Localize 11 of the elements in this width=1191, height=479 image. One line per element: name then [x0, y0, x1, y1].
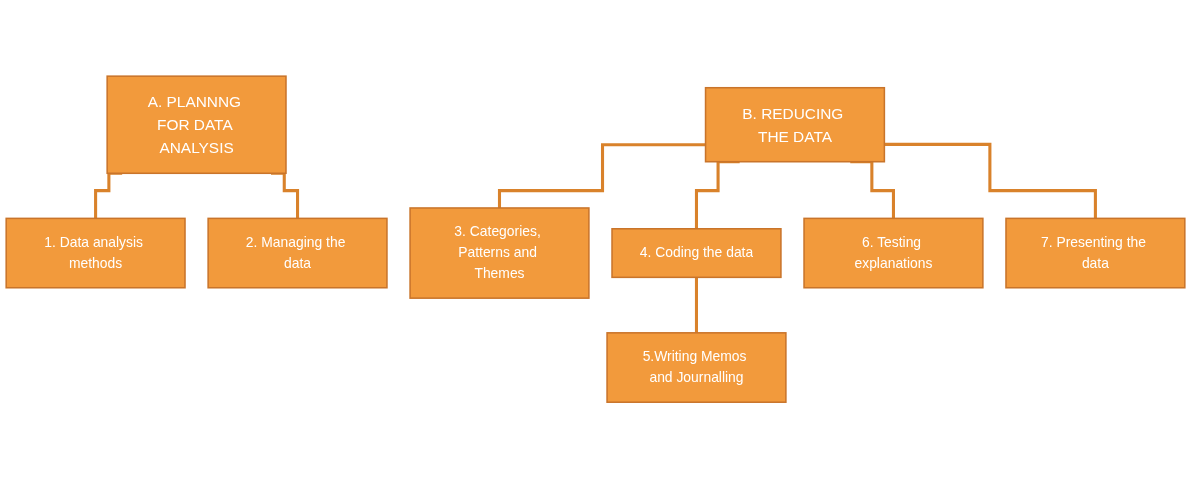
node-box: 4. Coding the data	[611, 228, 782, 279]
node-box: 2. Managing the data	[207, 217, 388, 289]
connector	[497, 143, 706, 210]
node-box: 3. Categories, Patterns and Themes	[409, 207, 590, 300]
node-box: 7. Presenting the data	[1005, 217, 1186, 289]
node-box: 5.Writing Memos and Journalling	[606, 332, 787, 404]
node-box: 1. Data analysis methods	[5, 217, 186, 289]
node-box: A. PLANNNG FOR DATA ANALYSIS	[106, 75, 287, 175]
node-box: B. REDUCING THE DATA	[704, 87, 886, 163]
node-box: 6. Testing explanations	[803, 217, 984, 289]
connector	[694, 276, 698, 335]
